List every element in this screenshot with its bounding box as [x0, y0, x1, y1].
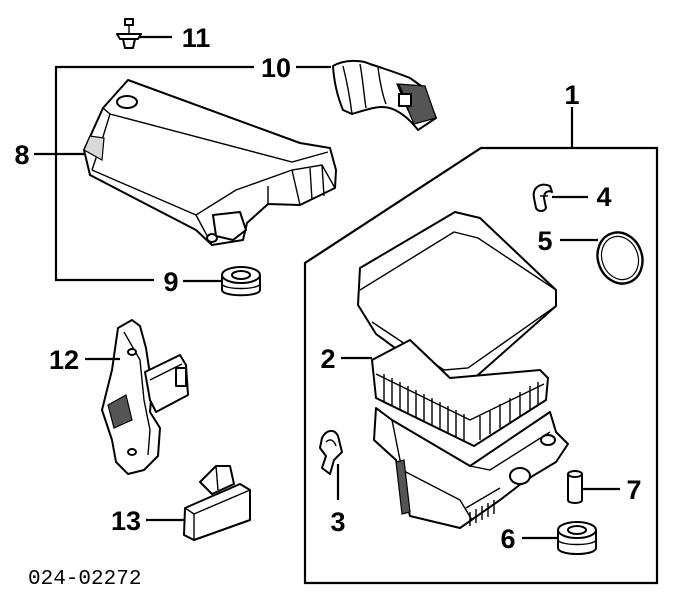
callout-11: 11 — [182, 23, 211, 53]
cover-bracket-line — [54, 65, 254, 282]
hook-clip — [532, 183, 553, 212]
rubber-grommet-9 — [221, 266, 261, 297]
callout-1: 1 — [564, 80, 579, 110]
callout-12: 12 — [49, 345, 79, 375]
callout-4: 4 — [596, 182, 611, 212]
diagram-reference-code: 024-02272 — [28, 568, 141, 591]
assembly-box-frame — [303, 146, 659, 585]
callout-9: 9 — [163, 267, 178, 297]
callout-7: 7 — [626, 475, 641, 505]
callout-8: 8 — [14, 140, 29, 170]
callout-2: 2 — [320, 344, 335, 374]
o-ring — [596, 231, 644, 285]
retaining-clip — [183, 465, 251, 541]
push-pin-fastener — [116, 18, 142, 49]
rubber-grommet-6 — [557, 521, 597, 555]
intake-duct-hose — [332, 59, 437, 131]
spring-clamp — [319, 430, 343, 475]
callout-10: 10 — [261, 53, 291, 83]
callout-6: 6 — [500, 524, 515, 554]
callout-5: 5 — [537, 226, 552, 256]
sleeve-bushing — [567, 470, 583, 504]
callout-3: 3 — [330, 507, 345, 537]
mounting-bracket — [101, 319, 189, 475]
callout-13: 13 — [111, 506, 141, 536]
air-cleaner-housing — [357, 211, 569, 529]
air-cleaner-cover — [83, 79, 337, 246]
